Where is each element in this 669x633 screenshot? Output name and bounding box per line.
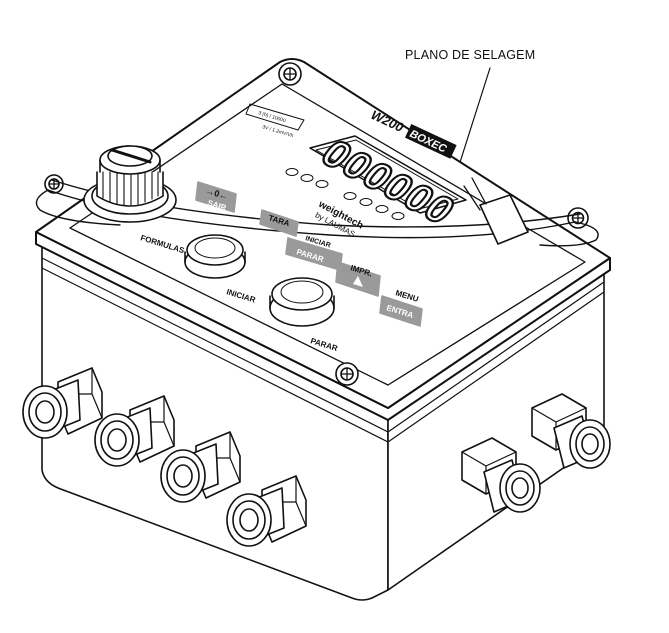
- indicator-leds: [285, 168, 405, 220]
- key-impr[interactable]: IMPR.: [335, 261, 381, 297]
- cable-gland-1: [22, 367, 103, 439]
- key-zero-sair[interactable]: →0← SAIR: [195, 181, 237, 213]
- cable-gland-2: [94, 395, 175, 467]
- parar-push-button[interactable]: [269, 277, 335, 327]
- seal-wire-right: [539, 221, 599, 247]
- seal-wire-back: [35, 189, 121, 226]
- cable-gland-4: [226, 475, 307, 547]
- seal-tag: [463, 177, 529, 245]
- body-rim-lines: [41, 257, 605, 443]
- key-tara[interactable]: TARA: [259, 209, 299, 237]
- corner-screws: [44, 62, 589, 386]
- formulas-knob[interactable]: [83, 145, 177, 223]
- iniciar-push-button[interactable]: [184, 234, 246, 279]
- front-panel: [69, 83, 586, 386]
- cable-gland-5: [461, 437, 541, 513]
- cable-gland-6: [531, 393, 611, 469]
- callout-label: PLANO DE SELAGEM: [405, 48, 536, 62]
- lid-top: [35, 58, 611, 409]
- cable-gland-3: [160, 431, 241, 503]
